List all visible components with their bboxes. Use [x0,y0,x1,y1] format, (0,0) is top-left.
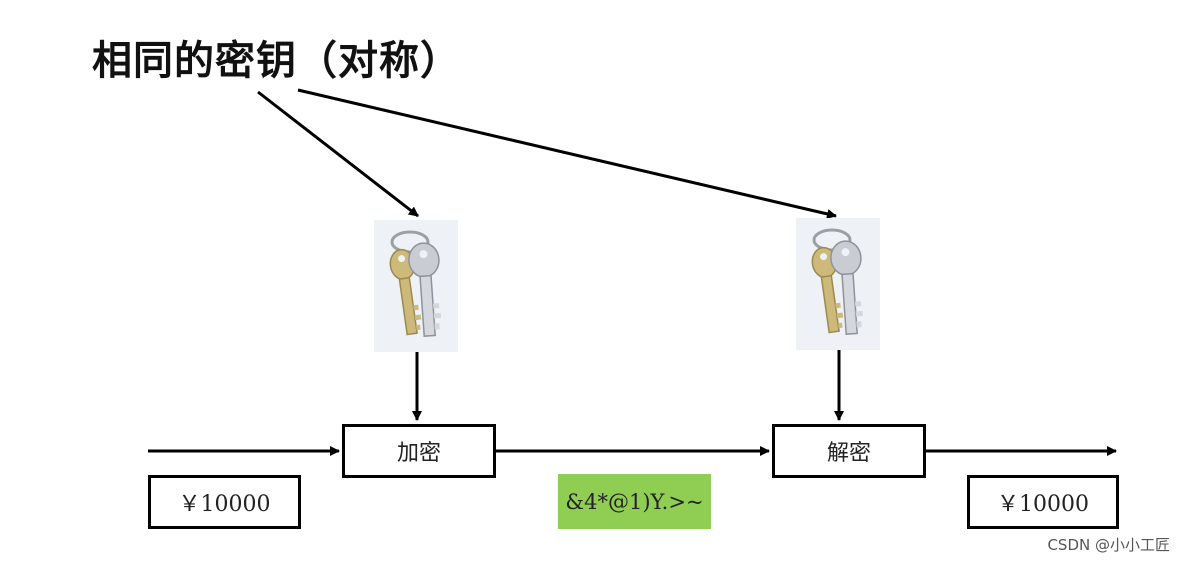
diagram-title: 相同的密钥（对称） [92,38,461,84]
plaintext-output-box: ￥10000 [967,475,1119,529]
left-key-tile [374,220,458,352]
source-watermark: CSDN @小小工匠 [1047,536,1170,554]
title-to-right-key-arrow [297,88,837,219]
ciphertext-box: &4*@1)Y.>~ [558,474,711,529]
decrypt-box: 解密 [772,424,926,478]
keys-icon [811,228,863,336]
keys-icon [389,230,441,338]
plaintext-input-box: ￥10000 [148,475,301,529]
title-to-left-key-arrow [257,90,419,218]
encrypt-box: 加密 [342,424,496,478]
right-key-tile [796,218,880,350]
